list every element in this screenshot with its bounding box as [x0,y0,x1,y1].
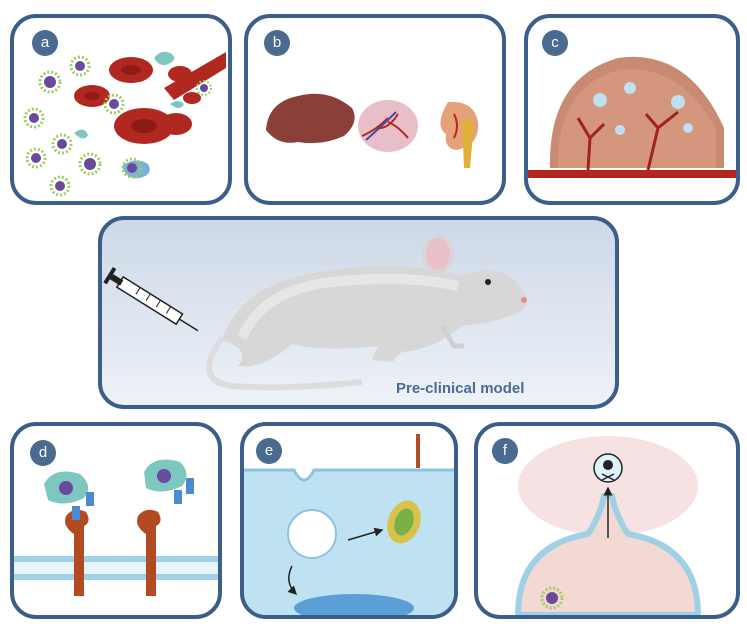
panel-a-badge: a [32,30,58,56]
model-caption: Pre-clinical model [396,380,525,397]
nanoparticle-in-cell [540,586,564,610]
panel-organs: b [244,14,506,205]
panel-d-badge: d [30,440,56,466]
red-blood-cells [74,57,201,144]
panel-b-badge: b [264,30,290,56]
panel-blood: a [10,14,232,205]
receptor-illustration [14,459,218,596]
mouse-eye [485,279,491,285]
nanoparticles [23,55,212,197]
mouse-tail [206,336,363,391]
cell-membrane [14,556,218,580]
mouse-ear [422,234,454,274]
cytotoxicity-illustration [514,436,702,615]
cell-interior-illustration [244,434,454,615]
panel-f-badge: f [492,438,518,464]
mouse-illustration [103,234,527,391]
panel-e-badge: e [256,438,282,464]
blood-illustration [23,51,226,197]
panel-cytotoxicity: f [474,422,740,619]
organs-illustration [266,93,479,168]
panel-intracellular: e [240,422,458,619]
panel-tumor: c [524,14,740,205]
nanoparticle-clusters [593,82,693,135]
blood-vessel [528,170,736,178]
nucleus [294,594,414,615]
cell-bleb [514,493,702,615]
panel-c-badge: c [542,30,568,56]
cytoplasm [244,470,454,615]
endosome [287,509,337,559]
liver-shape [266,93,355,144]
vessel-shape [164,52,226,100]
targeted-nanoparticles [44,459,194,520]
mouse-nose [521,297,527,303]
tumor-illustration [528,56,736,178]
panel-preclinical-model: Pre-clinical model [98,216,619,409]
receptors [65,509,161,596]
syringe-icon [103,266,199,332]
panel-receptor-binding: d [10,422,222,619]
